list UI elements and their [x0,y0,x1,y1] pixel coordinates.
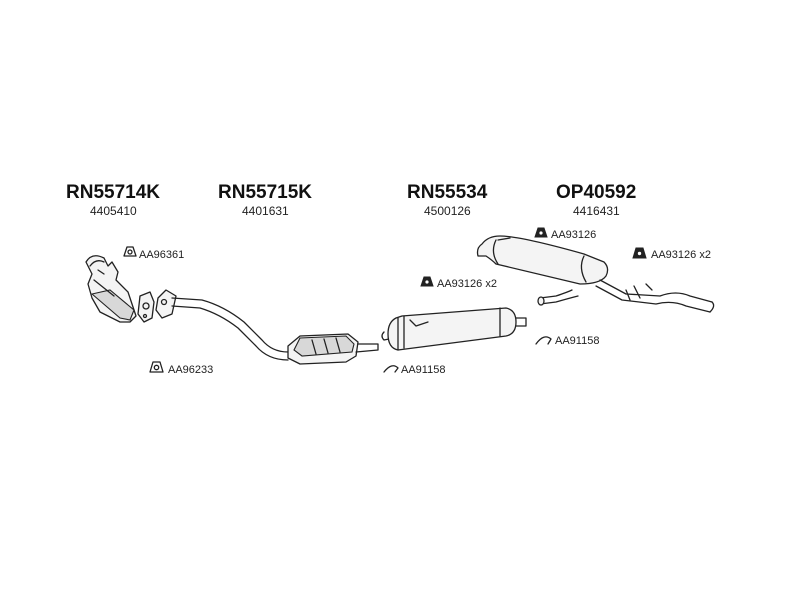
accessory-label-aa91158-mid[interactable]: AA91158 [401,364,446,376]
middle-pipe-with-catalyst [155,289,379,365]
accessory-label-aa93126-x2-rear[interactable]: AA93126 x2 [651,249,711,261]
rubber-mount-icon [420,276,434,287]
part-code-3[interactable]: RN55534 [407,182,488,203]
part-code-4[interactable]: OP40592 [556,182,637,203]
accessory-label-aa93126[interactable]: AA93126 [551,229,597,241]
part-number-1: 4405410 [90,204,137,218]
front-catalytic-converter [85,255,137,323]
clamp-icon [383,365,399,373]
part-code-2[interactable]: RN55715K [218,182,312,203]
rubber-mount-icon [632,247,647,259]
gasket-icon [123,246,137,257]
accessory-label-aa91158-rear[interactable]: AA91158 [555,335,600,347]
part-number-2: 4401631 [242,204,289,218]
part-code-1[interactable]: RN55714K [66,182,160,203]
accessory-label-aa96233[interactable]: AA96233 [168,364,214,376]
rear-silencer [476,235,715,313]
part-number-3: 4500126 [424,204,471,218]
gasket-icon [149,361,164,373]
clamp-icon [535,336,552,345]
middle-silencer [381,307,527,351]
part-number-4: 4416431 [573,204,620,218]
flange-gasket [137,291,155,323]
accessory-label-aa96361[interactable]: AA96361 [139,249,185,261]
accessory-label-aa93126-x2-mid[interactable]: AA93126 x2 [437,278,497,290]
rubber-mount-icon [534,227,548,238]
